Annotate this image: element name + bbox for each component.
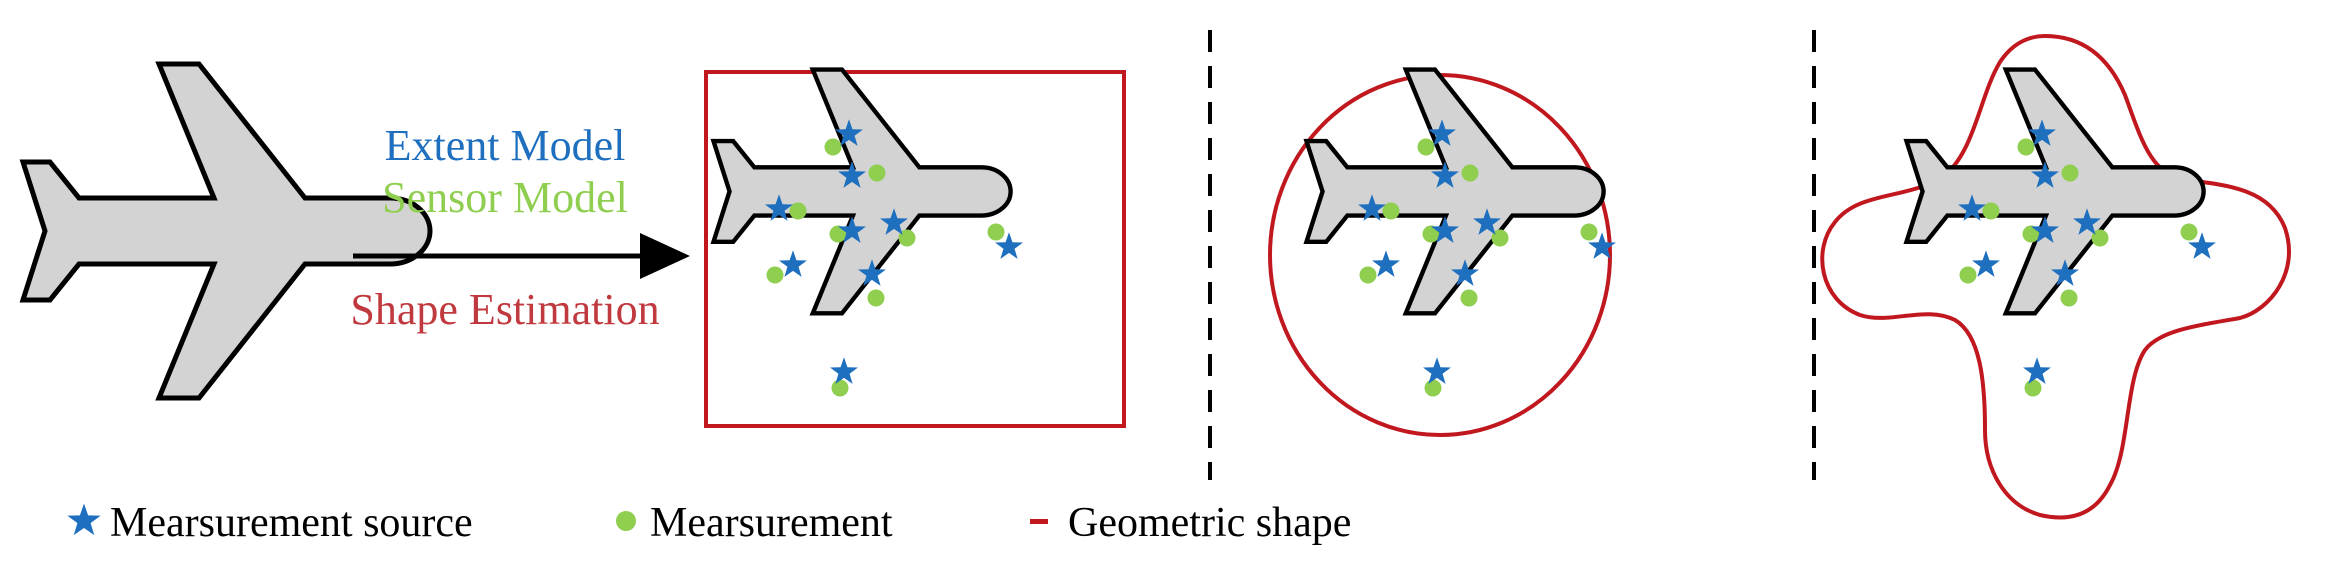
measurement-dot	[1424, 379, 1442, 397]
measurement-dot	[824, 138, 842, 156]
legend: Mearsurement source Mearsurement Geometr…	[67, 500, 1351, 546]
legend-dot-icon	[616, 511, 636, 531]
airplane-panel-1	[713, 70, 1010, 314]
arrow-label-shape-estimation: Shape Estimation	[350, 285, 659, 334]
measurement-dot	[2060, 289, 2078, 307]
panel-rectangle	[704, 70, 1126, 428]
measurement-dot	[1982, 202, 2000, 220]
measurement-dot	[987, 223, 1005, 241]
measurement-dot	[1417, 138, 1435, 156]
measurement-dot	[831, 379, 849, 397]
arrow-label-sensor-model: Sensor Model	[382, 173, 628, 222]
legend-measurement-label: Mearsurement	[650, 500, 893, 546]
measurement-source-star	[830, 357, 858, 384]
measurement-dot	[829, 225, 847, 243]
airplane-panel-3	[1906, 70, 2203, 314]
measurement-dot	[766, 266, 784, 284]
measurement-dot	[1959, 266, 1977, 284]
measurement-dot	[1461, 164, 1479, 182]
measurement-dot	[867, 289, 885, 307]
measurement-dot	[2024, 379, 2042, 397]
measurement-dot	[1359, 266, 1377, 284]
geometric-shape-rectangle	[704, 70, 1126, 428]
measurement-dot	[898, 229, 916, 247]
measurement-source-star	[2023, 357, 2051, 384]
measurement-source-star	[1423, 357, 1451, 384]
measurement-dot	[1580, 223, 1598, 241]
measurement-dot	[1460, 289, 1478, 307]
legend-shape-label: Geometric shape	[1068, 500, 1351, 546]
measurement-dot	[2091, 229, 2109, 247]
measurement-dot	[789, 202, 807, 220]
legend-star-icon	[67, 503, 101, 536]
geometric-shape-star-convex	[1820, 33, 2291, 520]
original-airplane	[23, 64, 430, 398]
arrow-label-extent-model: Extent Model	[385, 121, 626, 170]
measurement-dot	[1382, 202, 1400, 220]
legend-source-label: Mearsurement source	[110, 500, 473, 546]
panel-star-convex	[1820, 33, 2291, 520]
panel-ellipse	[1268, 70, 1616, 437]
measurement-dot	[1491, 229, 1509, 247]
measurement-dot	[2180, 223, 2198, 241]
airplane-panel-2	[1306, 70, 1603, 314]
measurement-dot	[2017, 138, 2035, 156]
measurement-dot	[868, 164, 886, 182]
measurement-dot	[1422, 225, 1440, 243]
transformation-arrow	[353, 233, 690, 279]
measurement-dot	[2022, 225, 2040, 243]
measurement-dot	[2061, 164, 2079, 182]
legend-shape-icon	[1030, 519, 1048, 524]
